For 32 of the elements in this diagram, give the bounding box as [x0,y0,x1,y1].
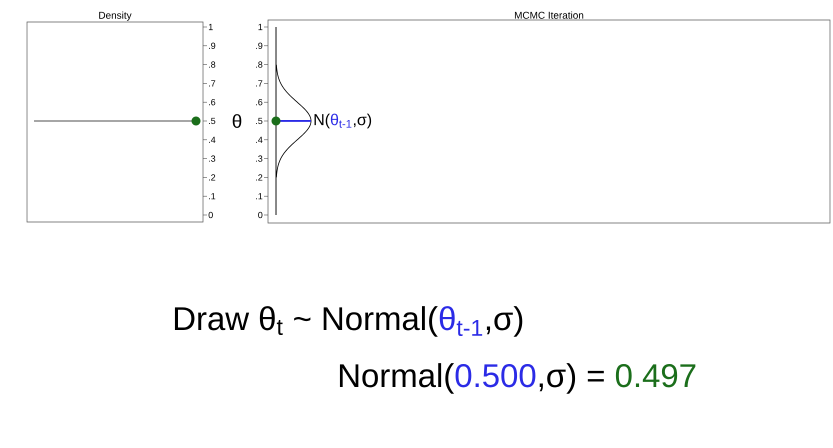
formula-text: Draw θ$_{t}$ ~ Normal(θ$_{t-1}$,σ) [174,306,522,337]
tick-label: .3 [209,155,216,162]
label: Normal( [340,363,454,394]
tick-label: .7 [256,80,262,86]
label: ,σ) = [540,363,604,394]
tick-label: .6 [256,99,262,106]
tick-label: .1 [209,193,216,200]
axis-title: MCMC Iteration [514,11,584,19]
tick-label: 0 [208,212,213,218]
tick-label: 1 [208,24,213,30]
tick-label: .6 [209,99,216,106]
tick-label: .4 [209,136,216,143]
tick-label: 0 [258,212,262,218]
tick-label: .8 [209,61,216,68]
tick-label: .7 [209,80,216,86]
tick-label: .1 [256,193,262,200]
distribution-label: N(θ$_{t-1}$ ,σ) [314,114,372,128]
formula-text: Normal(0.500,σ) = 0.497 [340,363,696,394]
label: 0.497 [616,364,696,388]
tick-label: .4 [256,136,263,143]
tick-label: .2 [209,174,216,180]
tick-label: .9 [209,42,216,49]
label: 0.500 [456,364,536,388]
tick-label: .2 [256,174,262,180]
tick-label: .8 [256,61,262,68]
tick-label: .3 [256,155,262,162]
axis-label: θ [232,114,242,128]
tick-label: .5 [209,118,216,124]
axis-title: Density [99,11,132,21]
tick-label: .5 [256,118,262,124]
tick-label: 1 [258,24,262,30]
tick-label: .9 [256,42,262,49]
